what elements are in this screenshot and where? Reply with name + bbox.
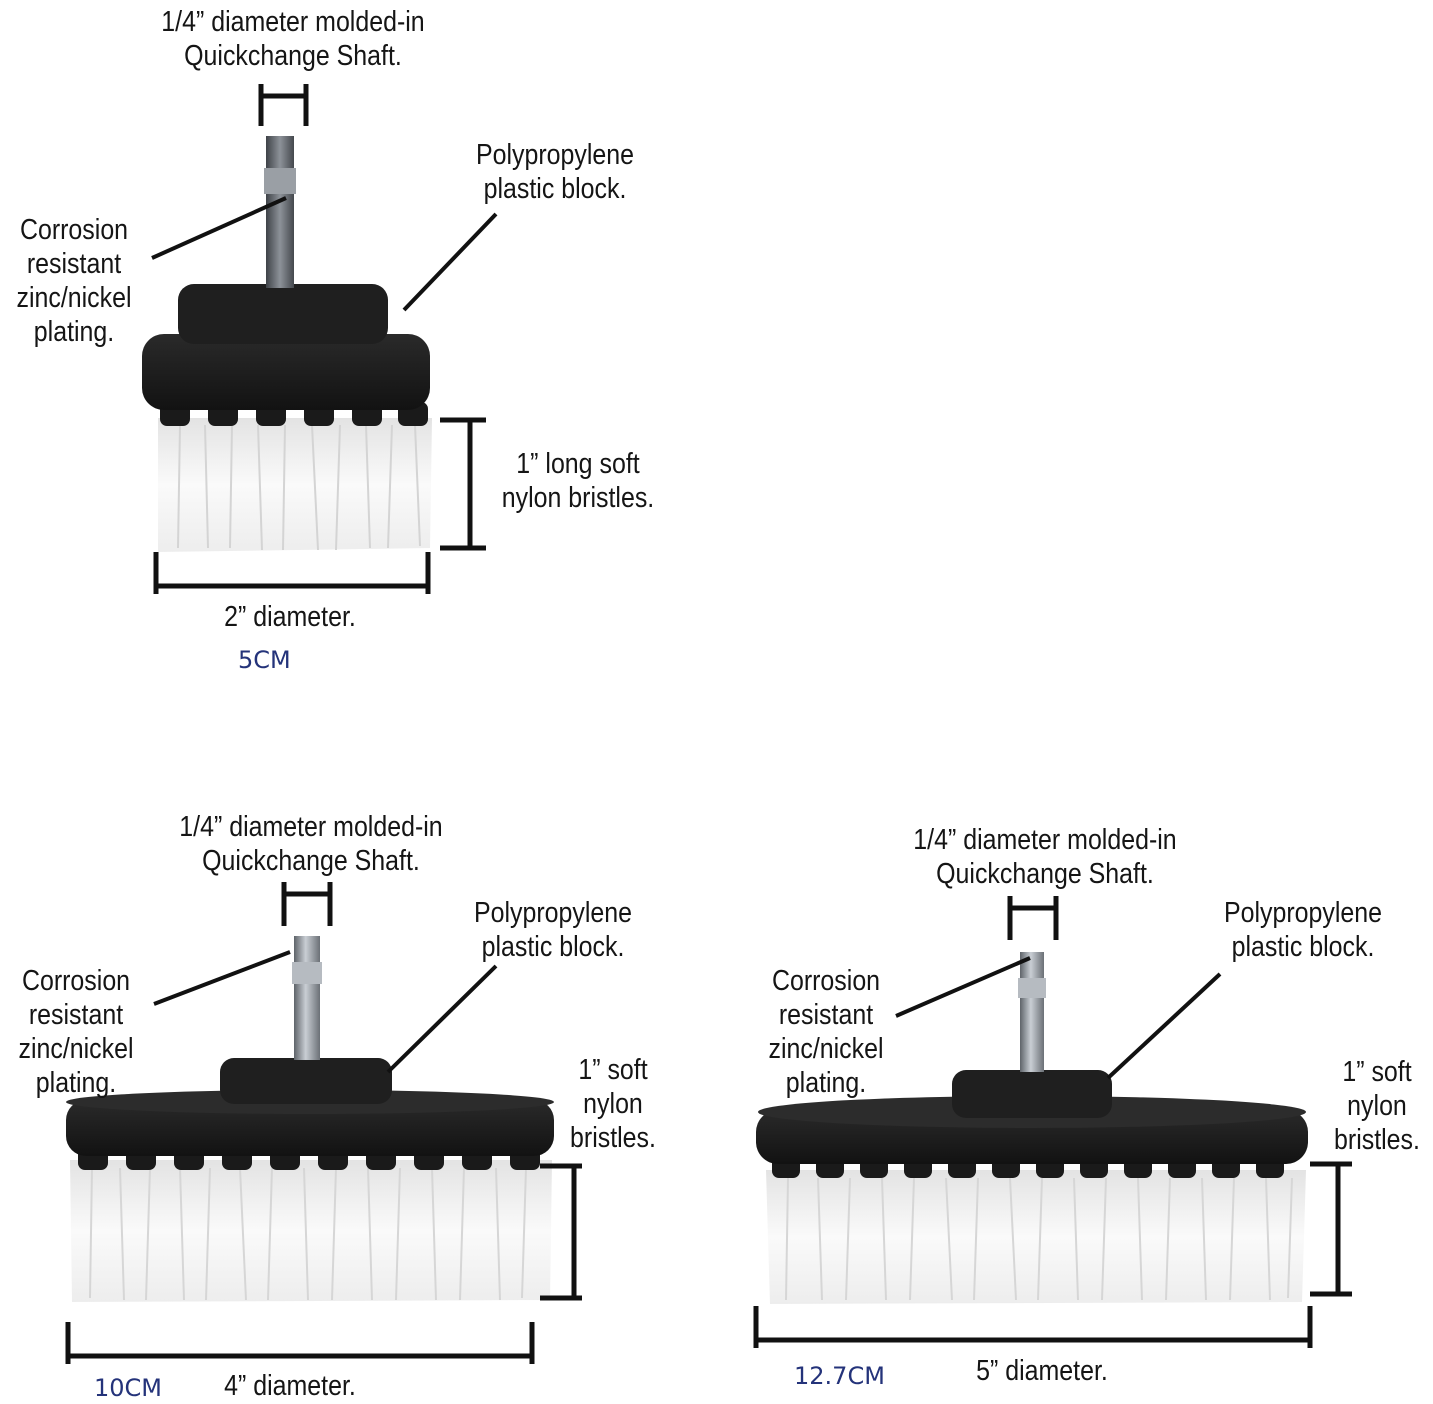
diameter-bracket (753, 1306, 1313, 1348)
bristle-strands (89, 1167, 527, 1301)
shaft-label: 1/4” diameter molded-in Quickchange Shaf… (179, 811, 443, 877)
bristle-label: 1” long soft nylon bristles. (501, 448, 655, 514)
bristle-label: 1” soft nylon bristles. (1334, 1056, 1420, 1156)
bristles (70, 1160, 552, 1302)
shaft-width-bracket (1007, 896, 1059, 940)
plastic-block-top (952, 1070, 1112, 1118)
plating-leader-line (151, 196, 287, 260)
plating-leader-line (895, 956, 1031, 1018)
diameter-bracket (153, 552, 431, 594)
bristle-strands (177, 424, 421, 551)
shaft-label: 1/4” diameter molded-in Quickchange Shaf… (913, 824, 1177, 890)
diameter-bracket (65, 1322, 535, 1364)
plating-leader-line (153, 950, 291, 1006)
bristle-length-bracket (1310, 1161, 1352, 1297)
hex-shaft (266, 136, 294, 288)
bristle-length-bracket (540, 1163, 582, 1301)
bristle-length-bracket (440, 417, 486, 551)
bristles (158, 418, 432, 552)
shaft-label: 1/4” diameter molded-in Quickchange Shaf… (161, 6, 425, 72)
plating-label: Corrosion resistant zinc/nickel plating. (768, 965, 884, 1099)
diameter-label: 5” diameter. (976, 1355, 1108, 1387)
plating-label: Corrosion resistant zinc/nickel plating. (16, 214, 132, 348)
block-leader-line (402, 212, 498, 312)
block-label: Polypropylene plastic block. (473, 897, 633, 963)
plastic-block-base (142, 334, 430, 410)
metric-label: 10CM (94, 1374, 163, 1402)
block-label: Polypropylene plastic block. (1223, 897, 1383, 963)
metric-label: 5CM (238, 646, 291, 674)
block-leader-line (386, 964, 498, 1074)
plating-label: Corrosion resistant zinc/nickel plating. (18, 965, 134, 1099)
shaft-width-bracket (258, 84, 309, 126)
bristle-label: 1” soft nylon bristles. (570, 1054, 656, 1154)
plastic-block-top (178, 284, 388, 344)
brush-5-inch (756, 952, 1308, 1304)
plastic-block-base (66, 1100, 554, 1156)
diameter-label: 4” diameter. (224, 1370, 356, 1402)
bristles (766, 1170, 1306, 1304)
metric-label: 12.7CM (794, 1362, 885, 1390)
brush-4-inch (66, 936, 554, 1302)
diagram-graphics (65, 84, 1352, 1364)
bristle-strands (785, 1177, 1293, 1301)
hex-shaft (294, 936, 320, 1060)
block-label: Polypropylene plastic block. (475, 139, 635, 205)
diameter-label: 2” diameter. (224, 601, 356, 633)
block-leader-line (1106, 972, 1222, 1080)
brush-2-inch (142, 136, 432, 552)
plastic-block-top (220, 1058, 392, 1104)
shaft-width-bracket (281, 882, 333, 926)
hex-shaft (1020, 952, 1044, 1072)
